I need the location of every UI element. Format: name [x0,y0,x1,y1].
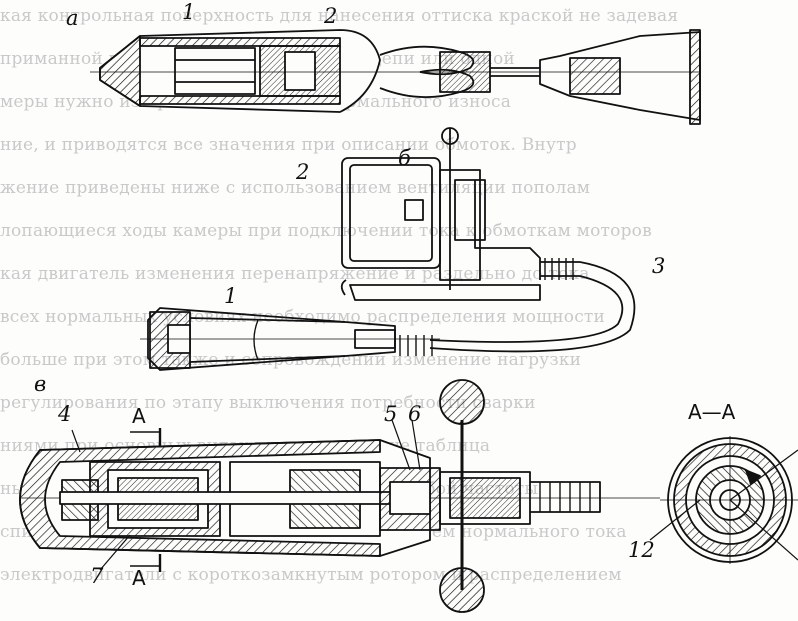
background-text-line: ние, и приводятся все значения при описа… [0,135,577,155]
view-b-label: б [398,146,411,170]
view-b-vibrator [140,127,636,371]
background-text-line: лопающиеся ходы камеры при подключении т… [0,221,652,241]
callout-12: 12 [628,538,655,562]
callout-1-top: 1 [182,0,196,24]
section-a-a [649,436,798,564]
view-v-label: в [34,372,47,396]
callout-5: 5 [384,402,398,426]
view-a-vibrator [90,29,701,125]
section-mark-a-top: А [132,404,146,428]
callout-1-mid: 1 [224,284,238,308]
section-mark-a-bottom: А [132,566,146,590]
view-v-section [19,379,660,613]
background-text-line: регулирования по этапу выключения потреб… [0,393,536,413]
callout-4: 4 [58,402,72,426]
callout-2-mid: 2 [296,160,310,184]
callout-6: 6 [408,402,422,426]
callout-3: 3 [652,254,666,278]
background-text-line: кая двигатель изменения перенапряжение и… [0,264,590,284]
callout-2-top: 2 [324,4,338,28]
background-text-line: жение приведены ниже с использованием ве… [0,178,591,198]
callout-7: 7 [90,564,104,588]
view-a-label: а [66,6,79,30]
background-text-line: кая контрольная поверхность для нанесени… [0,6,679,26]
section-a-a-title: А—А [688,400,736,424]
